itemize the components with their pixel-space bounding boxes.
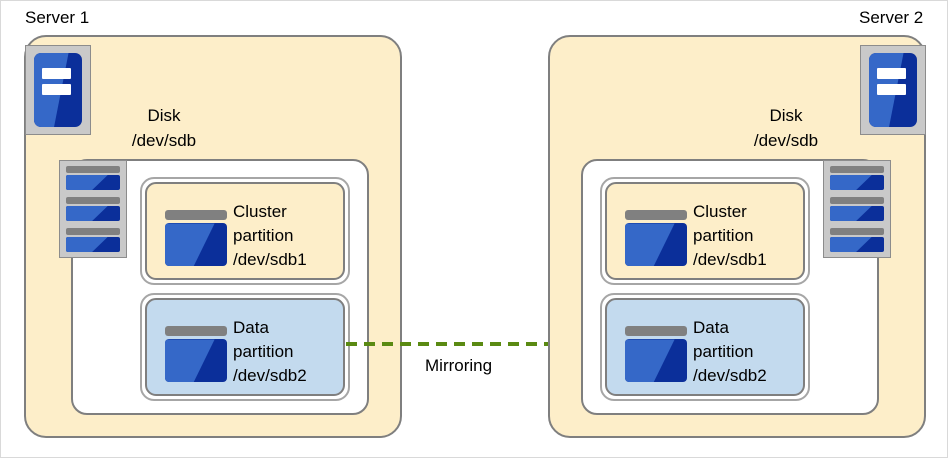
drive-body [625, 223, 687, 266]
partition-inner: Data partition /dev/sdb2 [605, 298, 805, 396]
server-2-label: Server 2 [859, 8, 924, 27]
server-2-data-partition[interactable]: Data partition /dev/sdb2 [600, 293, 810, 401]
partition-label-line1: Cluster [693, 202, 747, 221]
server-2-disk-name: Disk [769, 106, 803, 125]
disk-drive-icon [625, 326, 687, 382]
drive-body [830, 236, 884, 252]
server-2-cluster-partition[interactable]: Cluster partition /dev/sdb1 [600, 177, 810, 285]
drive-cap [830, 227, 884, 235]
partition-label-line1: Data [233, 318, 269, 337]
disk-stack-drive-1 [830, 166, 884, 191]
drive-cap [165, 326, 227, 336]
partition-label-line2: partition [693, 226, 754, 245]
server-icon-body [869, 53, 917, 127]
drive-cap [66, 227, 120, 235]
disk-stack-drive-2 [830, 196, 884, 222]
server-icon-bar-1 [876, 67, 907, 79]
drive-body [830, 205, 884, 222]
drive-cap [66, 166, 120, 173]
partition-label-line1: Data [693, 318, 729, 337]
partition-label-line2: partition [233, 226, 294, 245]
disk-drive-icon [165, 326, 227, 382]
drive-cap [66, 196, 120, 204]
server-icon-bar-1 [41, 67, 72, 79]
disk-stack-drive-3 [66, 227, 120, 252]
drive-body [165, 339, 227, 382]
server-1-label: Server 1 [25, 8, 90, 27]
server-1-cluster-partition[interactable]: Cluster partition /dev/sdb1 [140, 177, 350, 285]
partition-label-line1: Cluster [233, 202, 287, 221]
disk-stack-drive-2 [66, 196, 120, 222]
server-icon-bar-2 [876, 84, 907, 96]
partition-label-line3: /dev/sdb2 [693, 366, 767, 385]
disk-stack-icon [59, 160, 127, 258]
server-2-disk-device: /dev/sdb [753, 131, 819, 150]
drive-cap [830, 166, 884, 173]
server-1-data-partition[interactable]: Data partition /dev/sdb2 [140, 293, 350, 401]
partition-inner: Cluster partition /dev/sdb1 [605, 182, 805, 280]
server-machine-icon [25, 45, 91, 135]
partition-label-line2: partition [693, 342, 754, 361]
disk-stack-drive-3 [830, 227, 884, 252]
server-icon-body [34, 53, 82, 127]
drive-cap [165, 210, 227, 220]
server-1-disk-name: Disk [147, 106, 181, 125]
disk-drive-icon [625, 210, 687, 266]
server-icon-bar-2 [41, 84, 72, 96]
partition-inner: Cluster partition /dev/sdb1 [145, 182, 345, 280]
drive-body [66, 174, 120, 191]
partition-inner: Data partition /dev/sdb2 [145, 298, 345, 396]
drive-cap [830, 196, 884, 204]
partition-label-line3: /dev/sdb2 [233, 366, 307, 385]
disk-stack-drive-1 [66, 166, 120, 191]
mirroring-label: Mirroring [425, 356, 493, 375]
server-machine-icon [860, 45, 926, 135]
drive-body [66, 236, 120, 252]
drive-cap [625, 210, 687, 220]
partition-label-line3: /dev/sdb1 [693, 250, 767, 269]
disk-stack-icon [823, 160, 891, 258]
server-1-disk-device: /dev/sdb [131, 131, 197, 150]
drive-body [66, 205, 120, 222]
partition-label-line3: /dev/sdb1 [233, 250, 307, 269]
drive-body [625, 339, 687, 382]
drive-cap [625, 326, 687, 336]
partition-label-line2: partition [233, 342, 294, 361]
drive-body [165, 223, 227, 266]
drive-body [830, 174, 884, 191]
disk-drive-icon [165, 210, 227, 266]
